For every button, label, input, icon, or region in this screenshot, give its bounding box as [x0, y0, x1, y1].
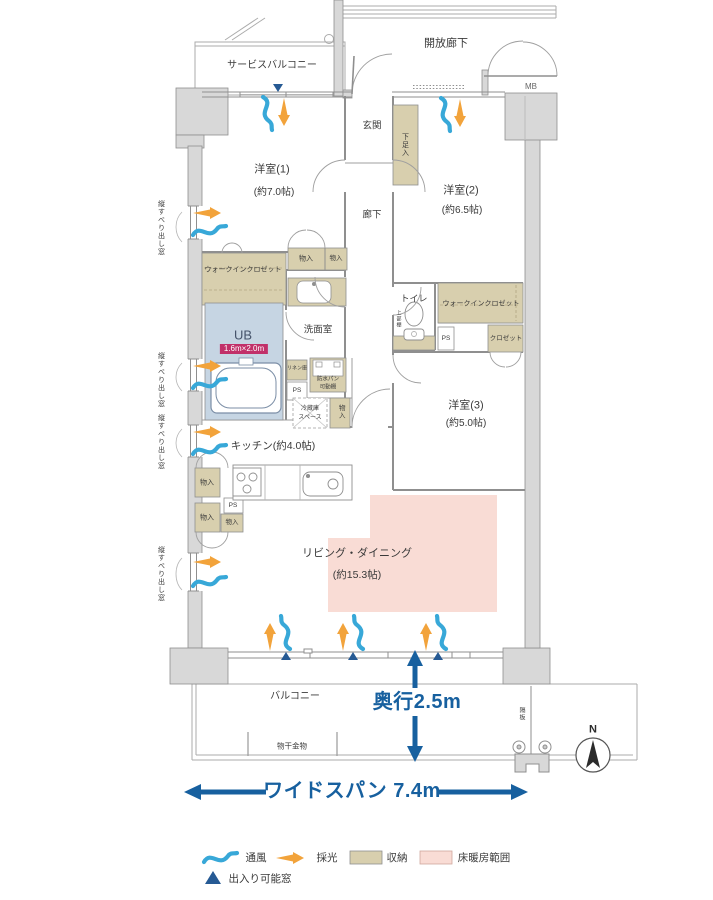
label-open-corridor: 開放廊下 [424, 37, 468, 50]
label-waterproof-1: 防水パン [316, 376, 340, 383]
ps-boxes [223, 326, 455, 514]
entry-window-triangle [281, 652, 291, 660]
toilet-door [392, 286, 422, 316]
label-ps-washroom: PS [292, 386, 302, 394]
floor-heating-swatch [419, 850, 453, 865]
entry-window-icon [205, 871, 221, 884]
storage-swatch [349, 850, 383, 865]
legend-ventilation: 通風 [245, 851, 267, 864]
open-corridor-railing [343, 5, 557, 19]
washroom-door [314, 276, 346, 308]
laundry-hardware-icon [247, 732, 338, 756]
label-laundry-hardware: 物干金物 [277, 741, 307, 751]
label-span-dimension: ワイドスパン 7.4m [263, 780, 441, 802]
daylight-icon [276, 852, 304, 864]
outer-walls [202, 85, 526, 659]
label-service-balcony: サービスバルコニー [227, 60, 317, 71]
label-kitchen: キッチン(約4.0帖) [230, 439, 316, 452]
legend-floor-heating: 床暖房範囲 [457, 851, 511, 864]
closet-door-right [505, 351, 522, 368]
doors [195, 40, 558, 549]
label-monoiri-b: 物入 [329, 254, 343, 262]
label-monoiri-d: 物入 [200, 479, 214, 487]
label-living-size: (約15.3帖) [332, 568, 382, 581]
closet-door-left [489, 351, 506, 368]
label-monoiri-c: 物入 [337, 404, 345, 420]
stove-icon [232, 467, 262, 497]
label-room3-name: 洋室(3) [448, 399, 484, 412]
label-ub: UB [233, 327, 253, 343]
label-toilet-shelf: 上部棚 [395, 310, 402, 328]
label-ps-kitchen: PS [228, 501, 238, 509]
mb-door-left [487, 40, 524, 77]
label-monoiri-a: 物入 [299, 255, 313, 263]
label-monoiri-f: 物入 [225, 518, 239, 526]
room1-door [312, 159, 346, 193]
legend-daylight: 採光 [316, 851, 338, 864]
kitchen-counter [232, 464, 353, 501]
label-mb: MB [525, 82, 537, 91]
fridge-space [292, 397, 328, 429]
label-partition-board: 隔板 [518, 707, 524, 721]
entry-window-triangle [433, 652, 443, 660]
legend-storage: 収納 [386, 851, 408, 864]
span-arrow [184, 784, 528, 800]
label-waterproof-2: 可動棚 [319, 384, 337, 391]
label-toilet: トイレ [400, 293, 428, 304]
legend-entry-window: 出入り可能窓 [228, 872, 292, 885]
label-living-name: リビング・ダイニング [302, 547, 412, 560]
unit-bath [204, 302, 284, 421]
room3-door [392, 354, 422, 384]
label-wic1: ウォークインクロゼット [204, 266, 282, 274]
label-genkan: 玄関 [362, 120, 382, 132]
room2-door [392, 159, 426, 193]
storage-details [204, 248, 520, 321]
label-ub-size: 1.6m×2.0m [219, 344, 269, 354]
label-monoiri-e: 物入 [200, 514, 214, 522]
label-room3-size: (約5.0帖) [445, 418, 487, 429]
label-depth-dimension: 奥行2.5m [372, 691, 462, 713]
service-balcony-outline [194, 17, 346, 96]
entrance-door [351, 53, 393, 95]
compass-icon [575, 737, 611, 773]
toilet-icon [403, 301, 425, 341]
label-casement-1: 縦すべり出し窓 [157, 200, 165, 256]
balcony-partition-anchor [512, 740, 552, 773]
label-north: N [589, 723, 597, 736]
label-shoe-cabinet: 下足入 [401, 133, 409, 157]
washer-pan-icon [312, 359, 344, 377]
label-casement-2: 縦すべり出し窓 [157, 352, 165, 408]
label-hallway: 廊下 [362, 209, 382, 221]
legend-icons [204, 850, 453, 884]
label-wic2: ウォークインクロゼット [442, 300, 520, 308]
entry-window-triangle [273, 84, 283, 92]
label-casement-3: 縦すべり出し窓 [157, 414, 165, 470]
label-room1-name: 洋室(1) [254, 163, 290, 176]
label-room2-name: 洋室(2) [443, 184, 479, 197]
mb-door-right [522, 41, 558, 77]
sink-icon [302, 471, 344, 497]
label-room1-size: (約7.0帖) [253, 187, 295, 198]
ventilation-icon [204, 853, 237, 862]
label-ps-toilet: PS [441, 334, 451, 342]
label-casement-4: 縦すべり出し窓 [157, 546, 165, 602]
label-balcony: バルコニー [270, 691, 320, 702]
label-room2-size: (約6.5帖) [441, 205, 483, 216]
label-fridge-2: スペース [298, 415, 322, 421]
label-linen: リネン庫 [286, 365, 308, 372]
label-closet: クロゼット [489, 334, 523, 342]
label-washroom: 洗面室 [303, 324, 333, 336]
living-door [351, 388, 391, 428]
floor-heating-area [328, 495, 497, 612]
label-fridge-1: 冷蔵庫 [300, 406, 320, 412]
bath-door [285, 311, 315, 341]
depth-arrow [407, 650, 423, 762]
entry-window-triangle [348, 652, 358, 660]
